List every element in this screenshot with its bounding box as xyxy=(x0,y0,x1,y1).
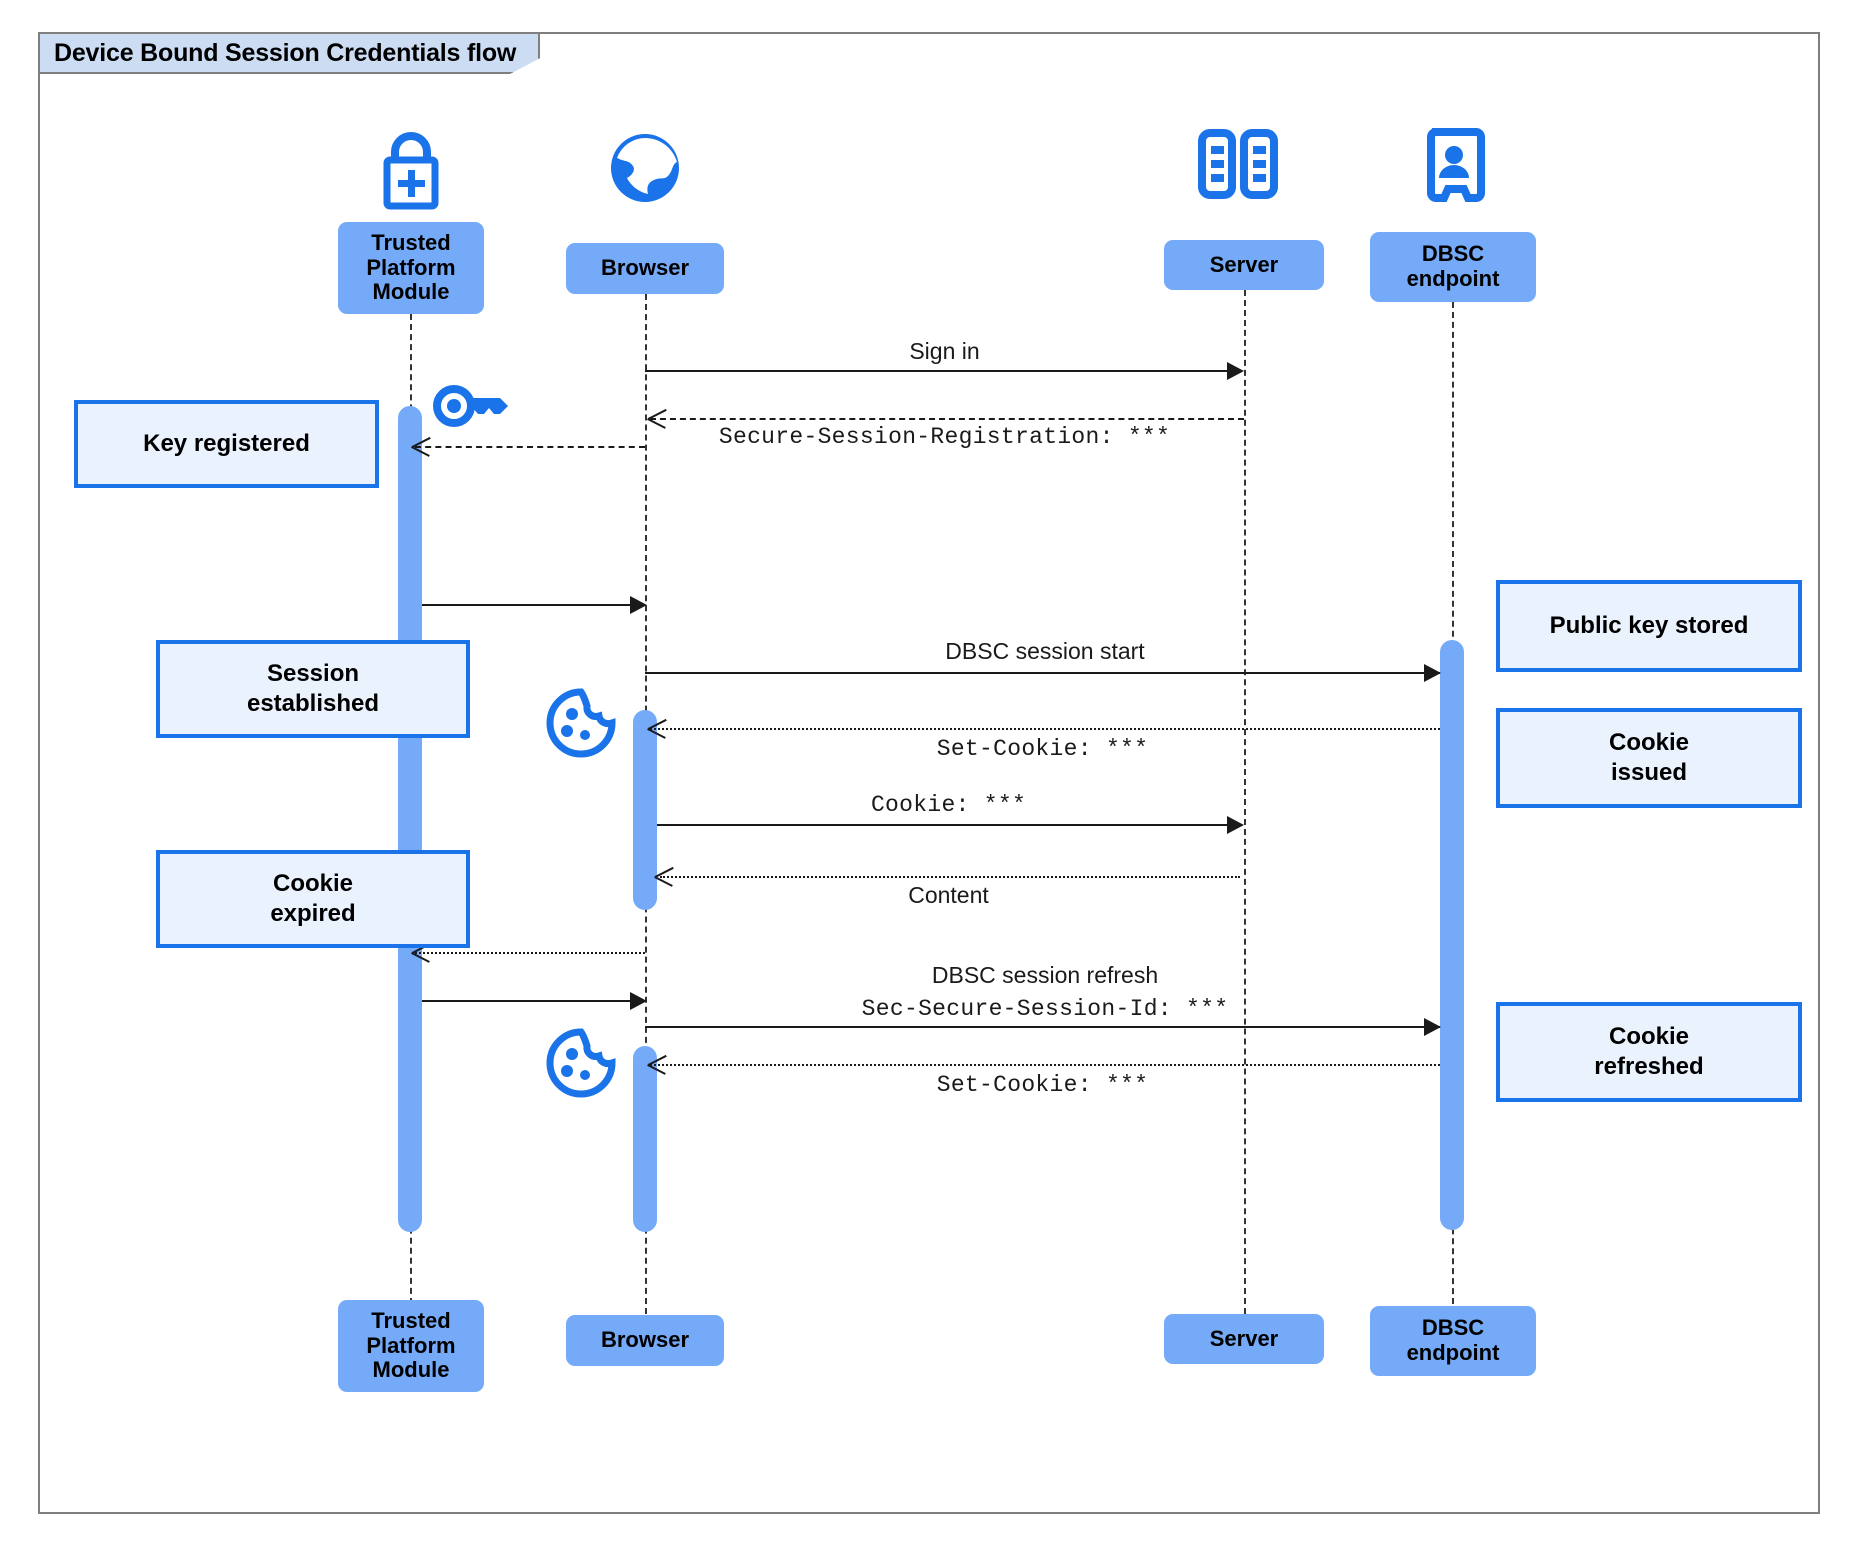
message-arrow-tpm-to-browser-2 xyxy=(422,1000,637,1002)
note-line: issued xyxy=(1610,759,1688,786)
participant-header-browser[interactable]: Browser xyxy=(566,243,724,294)
message-label-content: Content xyxy=(908,882,989,908)
participant-footer-browser[interactable]: Browser xyxy=(566,1315,724,1366)
participant-label-line: Module xyxy=(372,1357,450,1383)
participant-label-line: endpoint xyxy=(1406,266,1500,291)
participant-label-line: DBSC xyxy=(1421,241,1485,267)
arrowhead-left xyxy=(648,1054,666,1074)
message-label-dbsc-session-start: DBSC session start xyxy=(945,638,1145,664)
note-line: refreshed xyxy=(1594,1053,1704,1080)
key-icon xyxy=(432,382,512,430)
participant-label-line: Trusted xyxy=(371,1308,451,1334)
cookie-icon xyxy=(545,1028,617,1098)
globe-icon xyxy=(604,128,686,208)
participant-header-tpm[interactable]: Trusted Platform Module xyxy=(338,222,484,314)
participant-footer-tpm[interactable]: Trusted Platform Module xyxy=(338,1300,484,1392)
diagram-frame xyxy=(38,32,1820,1514)
activation-bar-browser-1 xyxy=(633,710,657,910)
message-arrow-dbsc-session-start xyxy=(645,672,1440,674)
lifeline-server xyxy=(1244,290,1246,1314)
note-line: established xyxy=(246,690,380,717)
id-badge-icon xyxy=(1423,128,1485,202)
message-arrow-browser-to-tpm-1 xyxy=(415,446,645,448)
note-session-established: Session established xyxy=(156,640,470,738)
message-arrow-sign-in xyxy=(645,370,1239,372)
message-arrow-secure-session-registration xyxy=(650,418,1244,420)
note-cookie-expired: Cookie expired xyxy=(156,850,470,948)
arrowhead-left xyxy=(412,436,430,456)
participant-label-line: Module xyxy=(372,279,450,305)
participant-footer-dbsc[interactable]: DBSC endpoint xyxy=(1370,1306,1536,1376)
message-arrow-set-cookie-1 xyxy=(650,728,1440,730)
arrowhead-right xyxy=(1424,664,1441,682)
participant-label-line: DBSC xyxy=(1421,1315,1485,1341)
message-label-cookie: Cookie: *** xyxy=(870,792,1027,818)
participant-header-server[interactable]: Server xyxy=(1164,240,1324,290)
note-line: Session xyxy=(266,660,360,687)
message-label-secure-session-registration: Secure-Session-Registration: *** xyxy=(718,424,1171,450)
cookie-icon xyxy=(545,688,617,758)
activation-bar-dbsc xyxy=(1440,640,1464,1230)
lock-plus-icon xyxy=(372,128,450,210)
participant-label-line: Platform xyxy=(366,1332,456,1358)
message-arrow-dbsc-session-refresh xyxy=(645,1026,1440,1028)
participant-footer-server[interactable]: Server xyxy=(1164,1314,1324,1364)
note-key-registered: Key registered xyxy=(74,400,379,488)
server-racks-icon xyxy=(1196,128,1280,200)
activation-bar-browser-2 xyxy=(633,1046,657,1232)
arrowhead-right xyxy=(1227,816,1244,834)
note-public-key-stored: Public key stored xyxy=(1496,580,1802,672)
message-arrow-content xyxy=(660,876,1240,878)
message-label-dbsc-session-refresh: DBSC session refresh xyxy=(931,962,1159,988)
participant-header-dbsc[interactable]: DBSC endpoint xyxy=(1370,232,1536,302)
participant-label-line: endpoint xyxy=(1406,1340,1500,1365)
arrowhead-right xyxy=(630,992,647,1010)
message-arrow-browser-to-tpm-2 xyxy=(415,952,645,954)
note-line: Cookie xyxy=(1608,1023,1689,1050)
diagram-frame-title: Device Bound Session Credentials flow xyxy=(38,32,541,74)
message-label-sign-in: Sign in xyxy=(909,338,980,364)
message-arrow-tpm-to-browser-1 xyxy=(422,604,637,606)
message-arrow-cookie xyxy=(657,824,1239,826)
note-cookie-refreshed: Cookie refreshed xyxy=(1496,1002,1802,1102)
note-line: Cookie xyxy=(1608,729,1689,756)
arrowhead-right xyxy=(1424,1018,1441,1036)
note-cookie-issued: Cookie issued xyxy=(1496,708,1802,808)
message-label-set-cookie-1: Set-Cookie: *** xyxy=(936,736,1149,762)
arrowhead-right xyxy=(1227,362,1244,380)
message-arrow-set-cookie-2 xyxy=(650,1064,1440,1066)
participant-label-line: Trusted xyxy=(371,230,451,256)
arrowhead-right xyxy=(630,596,647,614)
message-label-set-cookie-2: Set-Cookie: *** xyxy=(936,1072,1149,1098)
participant-label-line: Platform xyxy=(366,254,456,280)
arrowhead-left xyxy=(648,718,666,738)
message-label-sec-secure-session-id: Sec-Secure-Session-Id: *** xyxy=(861,996,1229,1022)
activation-bar-tpm xyxy=(398,406,422,1232)
note-line: expired xyxy=(270,900,356,927)
note-line: Cookie xyxy=(272,870,353,897)
